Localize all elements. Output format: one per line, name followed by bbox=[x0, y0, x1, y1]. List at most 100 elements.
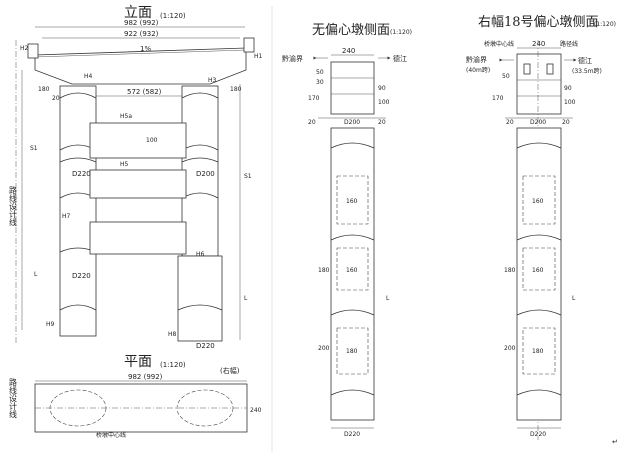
side-ecc-height-0: 180 bbox=[504, 267, 516, 274]
dim-l-left: L bbox=[34, 271, 38, 278]
side-ecc-cap bbox=[516, 53, 562, 115]
side-no-ecc-width: 240 bbox=[342, 47, 355, 55]
side-ecc-dim-l: L bbox=[572, 295, 576, 302]
label-h8: H8 bbox=[168, 331, 177, 338]
side-ecc-column bbox=[516, 127, 562, 421]
plan-note: (右幅) bbox=[220, 366, 240, 375]
side-ecc-bearing-2 bbox=[546, 63, 554, 75]
dim-s1: S1 bbox=[30, 145, 38, 152]
label-h7: H7 bbox=[62, 213, 71, 220]
elevation-title: 立面 bbox=[124, 5, 152, 21]
side-no-ecc-beam-w-1: 160 bbox=[346, 267, 358, 274]
elevation-view: 立面 (1:120) 982 (992) 922 (932) 1% H2 H1 … bbox=[9, 5, 263, 350]
side-no-ecc-cap-dim-2: 30 bbox=[316, 79, 324, 86]
side-no-ecc-side-dim: 20 bbox=[308, 119, 316, 126]
side-no-ecc-cap-dim-3: 90 bbox=[378, 85, 386, 92]
dim-l-right: L bbox=[244, 295, 248, 302]
dim-top-outer: 982 (992) bbox=[124, 19, 159, 27]
side-ecc-left-dir: 黔渝界 bbox=[466, 55, 487, 64]
side-ecc-pile-dia: D220 bbox=[530, 431, 546, 438]
label-h5a: H5a bbox=[120, 113, 132, 120]
side-no-ecc-cap bbox=[330, 61, 375, 115]
side-no-ecc-column bbox=[330, 127, 375, 421]
side-ecc-cap-dim-1: 50 bbox=[502, 73, 510, 80]
label-h1: H1 bbox=[254, 53, 263, 60]
side-ecc-beam-w-2: 180 bbox=[532, 348, 544, 355]
side-no-ecc-dim-l: L bbox=[386, 295, 390, 302]
right-stopper bbox=[243, 37, 255, 53]
side-ecc-side-dim-r: 20 bbox=[562, 119, 570, 126]
side-no-ecc-pile-dia: D220 bbox=[344, 431, 360, 438]
label-h4: H4 bbox=[84, 73, 93, 80]
plan-depth: 240 bbox=[250, 407, 262, 414]
side-no-ecc-beam-w-2: 180 bbox=[346, 348, 358, 355]
side-no-ecc-height-1: 200 bbox=[318, 345, 330, 352]
side-ecc-bearing-1 bbox=[523, 63, 531, 75]
tie-beam-1 bbox=[89, 122, 187, 159]
side-no-ecc-scale: (1:120) bbox=[390, 29, 412, 36]
side-ecc-left-sub: (40m跨) bbox=[466, 66, 490, 74]
small-dim-0: 205 bbox=[52, 95, 64, 102]
side-view-no-eccentric: 无偏心墩侧面 (1:120) 240 黔渝界 德江 170 50 30 90 1… bbox=[282, 23, 412, 438]
side-no-ecc-cap-dim-1: 50 bbox=[316, 69, 324, 76]
right-pile-body bbox=[177, 255, 223, 342]
pile-dia-left: D220 bbox=[72, 272, 91, 280]
plan-title: 平面 bbox=[124, 354, 152, 370]
side-no-ecc-right-dir: 德江 bbox=[393, 54, 407, 63]
dim-span: 572 (582) bbox=[127, 88, 162, 96]
tie-beam-3 bbox=[89, 221, 187, 255]
plan-view: 平面 (1:120) 982 (992) (右幅) 240 桥墩中心线 路线设计… bbox=[9, 354, 262, 439]
tie-beam-2 bbox=[89, 169, 187, 199]
slope-label: 1% bbox=[140, 45, 151, 53]
side-no-ecc-breaks bbox=[330, 142, 375, 396]
label-h9: H9 bbox=[46, 321, 55, 328]
right-column bbox=[177, 85, 223, 342]
label-h6: H6 bbox=[196, 251, 205, 258]
side-no-ecc-height-0: 180 bbox=[318, 267, 330, 274]
elevation-scale: (1:120) bbox=[160, 12, 186, 20]
side-ecc-beam-1 bbox=[522, 175, 556, 225]
corner-mark: ↵ bbox=[612, 438, 618, 446]
side-no-ecc-beam-w-0: 160 bbox=[346, 198, 358, 205]
cap-top-line bbox=[34, 49, 247, 58]
side-ecc-breaks bbox=[516, 142, 562, 396]
left-column-breaks bbox=[59, 92, 97, 311]
side-ecc-cap-dim-3: 100 bbox=[564, 99, 576, 106]
side-ecc-beam-w-0: 160 bbox=[532, 198, 544, 205]
edge-dim-left: 180 bbox=[38, 86, 50, 93]
pile-dia-right: D220 bbox=[196, 342, 215, 350]
dim-top-inner: 922 (932) bbox=[124, 30, 159, 38]
side-ecc-pier-center-line: 桥墩中心线 bbox=[484, 40, 514, 48]
plan-scale: (1:120) bbox=[160, 361, 186, 369]
side-ecc-scale: (1:120) bbox=[594, 21, 616, 28]
side-ecc-right-sub: (33.5m跨) bbox=[572, 67, 602, 75]
pile-dia-top-left: D220 bbox=[72, 170, 91, 178]
side-ecc-route-line: 路径线 bbox=[560, 40, 578, 48]
side-ecc-cap-dim-2: 90 bbox=[564, 85, 572, 92]
side-ecc-title: 右幅18号偏心墩侧面 bbox=[478, 15, 599, 30]
side-ecc-right-dir: 德江 bbox=[578, 56, 592, 65]
side-no-ecc-side-dim-r: 20 bbox=[378, 119, 386, 126]
side-ecc-beam-3 bbox=[522, 327, 556, 375]
pile-dia-top-right: D200 bbox=[196, 170, 215, 178]
side-ecc-cap-dim-0: 170 bbox=[492, 95, 504, 102]
side-no-ecc-cap-dim-0: 170 bbox=[308, 95, 320, 102]
side-ecc-side-dim: 20 bbox=[506, 119, 514, 126]
left-stopper bbox=[27, 43, 39, 59]
side-ecc-beam-2 bbox=[522, 247, 556, 291]
label-h5: H5 bbox=[120, 161, 129, 168]
label-h3: H3 bbox=[208, 77, 217, 84]
dim-s1-right: S1 bbox=[244, 173, 252, 180]
edge-dim-right: 180 bbox=[230, 86, 242, 93]
tie-beam-dim: 100 bbox=[146, 137, 158, 144]
side-ecc-beam-w-1: 160 bbox=[532, 267, 544, 274]
plan-route-design-line: 路线设计线 bbox=[9, 377, 18, 418]
side-view-eccentric: 右幅18号偏心墩侧面 (1:120) 桥墩中心线 路径线 240 黔渝界 (40… bbox=[466, 15, 616, 440]
plan-dim-outer: 982 (992) bbox=[128, 373, 163, 381]
side-ecc-height-1: 200 bbox=[504, 345, 516, 352]
label-h2: H2 bbox=[20, 45, 29, 52]
side-ecc-width: 240 bbox=[532, 40, 545, 48]
side-no-ecc-cap-dim-4: 100 bbox=[378, 99, 390, 106]
side-no-ecc-title: 无偏心墩侧面 bbox=[312, 23, 390, 38]
